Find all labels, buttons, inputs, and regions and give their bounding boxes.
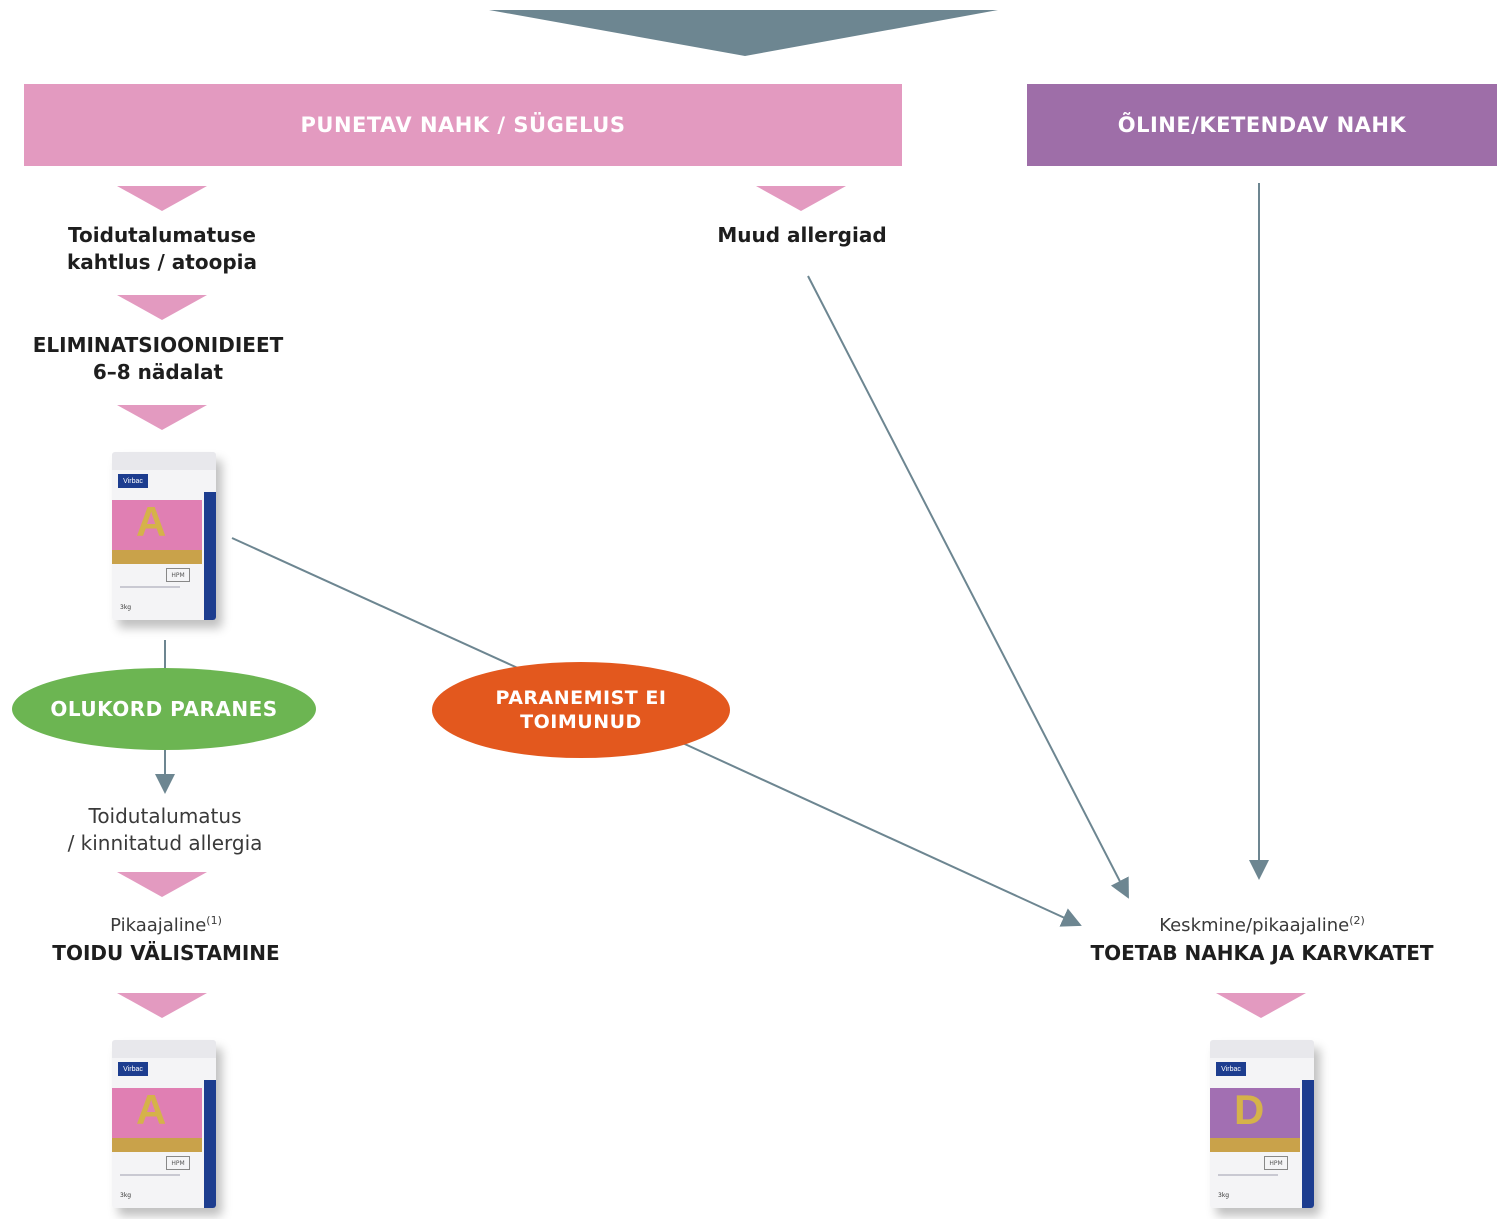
chevron-to-product-a-2 <box>117 993 207 1018</box>
band-red-itchy-skin: PUNETAV NAHK / SÜGELUS <box>24 84 902 166</box>
arrow-not-improved-to-skin-support <box>675 739 1082 927</box>
node-food-suspect: Toidutalumatuse kahtlus / atoopia <box>66 223 258 274</box>
medium-long-label: Keskmine/pikaajaline <box>1159 915 1350 936</box>
chevron-to-elimination-diet <box>117 295 207 320</box>
band-oily-scaly-skin: ÕLINE/KETENDAV NAHK <box>1027 84 1497 166</box>
outcome-improved-label: OLUKORD PARANES <box>50 697 278 721</box>
product-bag-allergy-1: Virbac A HPM 3kg <box>112 452 232 630</box>
hpm-label: HPM <box>166 1156 190 1170</box>
band-red-itchy-skin-label: PUNETAV NAHK / SÜGELUS <box>300 113 626 137</box>
chevron-to-product-d <box>1216 993 1306 1018</box>
node-food-exclusion: Pikaajaline(1) TOIDU VÄLISTAMINE <box>8 908 324 967</box>
outcome-improved: OLUKORD PARANES <box>12 668 316 750</box>
virbac-logo: Virbac <box>118 474 148 488</box>
elimination-diet-title: ELIMINATSIOONIDIEET <box>32 333 284 357</box>
outcome-not-improved-label: PARANEMIST EI TOIMUNUD <box>495 687 667 733</box>
long-term-label: Pikaajaline <box>110 915 207 936</box>
node-other-allergies: Muud allergiad <box>717 223 887 247</box>
skin-support-title: TOETAB NAHKA JA KARVKATET <box>1090 941 1434 965</box>
node-skin-support: Keskmine/pikaajaline(2) TOETAB NAHKA JA … <box>1032 908 1492 967</box>
product-letter: A <box>136 1086 167 1133</box>
product-bag-allergy-2: Virbac A HPM 3kg <box>112 1040 232 1218</box>
weight-label: 3kg <box>1218 1192 1230 1199</box>
elimination-diet-duration: 6–8 nädalat <box>92 360 224 384</box>
weight-label: 3kg <box>120 1192 132 1199</box>
node-confirmed-allergy: Toidutalumatus / kinnitatud allergia <box>67 804 263 855</box>
line-product-to-not-improved <box>231 537 521 670</box>
virbac-logo: Virbac <box>118 1062 148 1076</box>
product-letter: D <box>1234 1086 1265 1133</box>
long-term-note: (1) <box>206 914 222 927</box>
virbac-logo: Virbac <box>1216 1062 1246 1076</box>
chevron-to-product-a <box>117 405 207 430</box>
hpm-label: HPM <box>1264 1156 1288 1170</box>
node-elimination-diet: ELIMINATSIOONIDIEET 6–8 nädalat <box>0 332 316 386</box>
product-letter: A <box>136 498 167 545</box>
top-arrow-triangle <box>489 10 998 56</box>
medium-long-note: (2) <box>1349 914 1365 927</box>
product-bag-derm: Virbac D HPM 3kg <box>1210 1040 1330 1218</box>
hpm-label: HPM <box>166 568 190 582</box>
chevron-to-food-suspect <box>117 186 207 211</box>
weight-label: 3kg <box>120 604 132 611</box>
food-exclusion-title: TOIDU VÄLISTAMINE <box>52 941 280 965</box>
chevron-to-other-allergies <box>756 186 846 211</box>
band-oily-scaly-skin-label: ÕLINE/KETENDAV NAHK <box>1117 113 1407 137</box>
outcome-not-improved: PARANEMIST EI TOIMUNUD <box>432 662 730 758</box>
chevron-to-long-term <box>117 872 207 897</box>
arrow-other-allergies-to-skin-support <box>807 275 1129 899</box>
